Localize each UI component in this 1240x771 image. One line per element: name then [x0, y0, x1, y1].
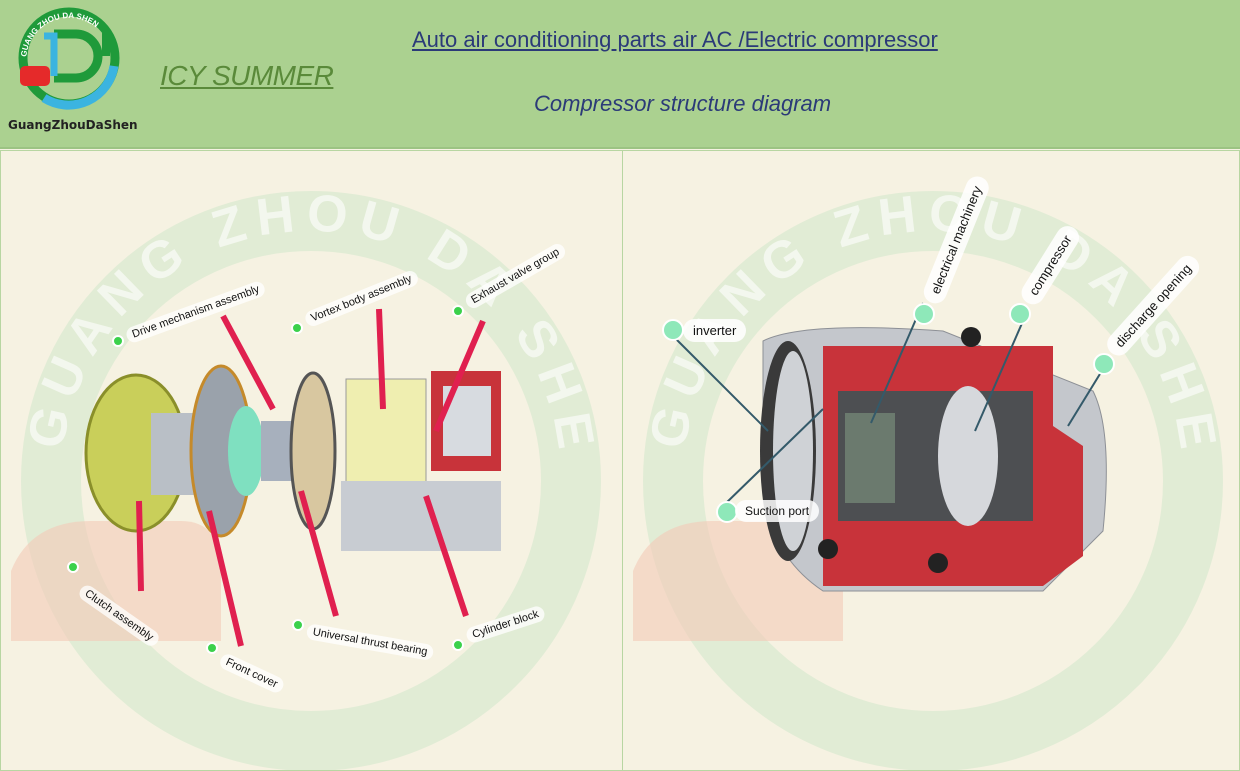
label-dot: [292, 619, 304, 631]
label-dot: [206, 642, 218, 654]
watermark-ring: [21, 191, 601, 770]
label-dot: [452, 639, 464, 651]
label-dot: [67, 561, 79, 573]
page-title: Auto air conditioning parts air AC /Elec…: [412, 27, 938, 52]
exploded-compressor-illustration: GUANG ZHOU DA SHEN: [1, 151, 601, 770]
arrow: [136, 500, 144, 592]
arrow: [206, 510, 244, 647]
leader-line: [672, 335, 769, 432]
label-dot: [291, 322, 303, 334]
arrow: [298, 490, 339, 617]
watermark-car-icon: [11, 521, 221, 641]
left-panel-exploded-diagram: GUANG ZHOU DA SHEN Drive mechanism assem…: [0, 150, 623, 771]
arrow: [423, 495, 469, 617]
arrow: [220, 314, 276, 411]
leader-line: [722, 408, 824, 507]
label-dot: [1093, 353, 1115, 375]
label-dot: [1009, 303, 1031, 325]
tagline: ICY SUMMER: [160, 60, 334, 91]
right-panel-cutaway-diagram: GUANG ZHOU DA SHEN inverter electrical m…: [622, 150, 1240, 771]
leader-line: [1067, 368, 1104, 427]
arrow: [433, 319, 486, 433]
company-logo: GUANG ZHOU DA SHEN: [18, 7, 120, 110]
leader-line: [870, 302, 924, 424]
electric-compressor-cutaway: GUANG ZHOU DA SHEN: [623, 151, 1223, 770]
leader-lines: [672, 302, 1104, 507]
watermark-ring: [643, 191, 1223, 770]
arrow: [376, 308, 386, 410]
label-dot: [452, 305, 464, 317]
leader-line: [974, 320, 1024, 432]
label-suction-port: Suction port: [735, 500, 820, 522]
header: GUANG ZHOU DA SHEN GuangZhouDaShen ICY S…: [0, 0, 1240, 149]
pointer-arrows: [136, 308, 486, 647]
label-dot: [662, 319, 684, 341]
label-dot: [112, 335, 124, 347]
page-subtitle: Compressor structure diagram: [534, 91, 832, 116]
label-inverter: inverter: [683, 319, 747, 342]
brand-name: GuangZhouDaShen: [8, 118, 138, 132]
label-dot: [913, 303, 935, 325]
